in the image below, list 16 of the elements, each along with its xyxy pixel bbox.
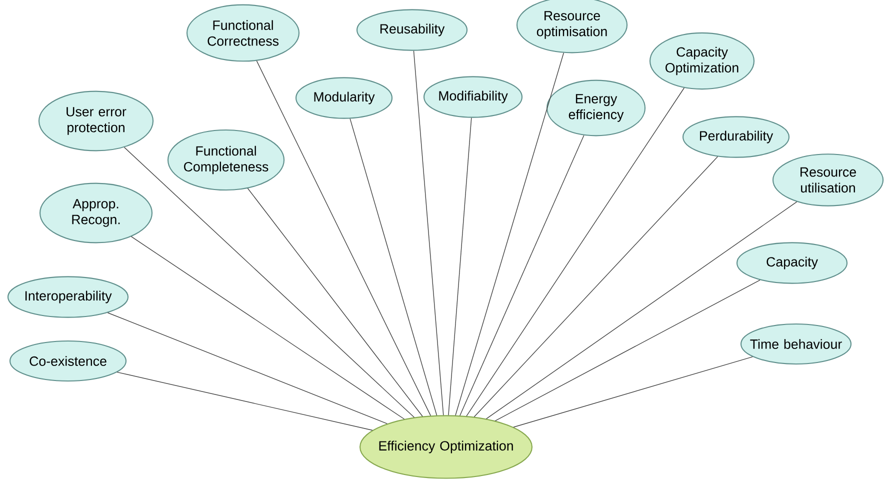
connector-line [460,135,584,416]
connector-line [124,146,415,418]
connector-line [130,236,405,420]
connector-line [413,50,444,416]
connector-line [247,188,423,417]
connector-line [256,60,431,416]
connector-line [474,156,718,418]
connector-line [448,117,472,416]
connector-line [486,201,798,420]
connector-line [350,118,438,416]
connector-line [116,372,373,431]
connector-line [107,312,388,424]
connector-line [466,88,685,416]
connector-line [494,280,760,422]
connector-line [513,356,753,428]
connector-line [455,52,564,416]
